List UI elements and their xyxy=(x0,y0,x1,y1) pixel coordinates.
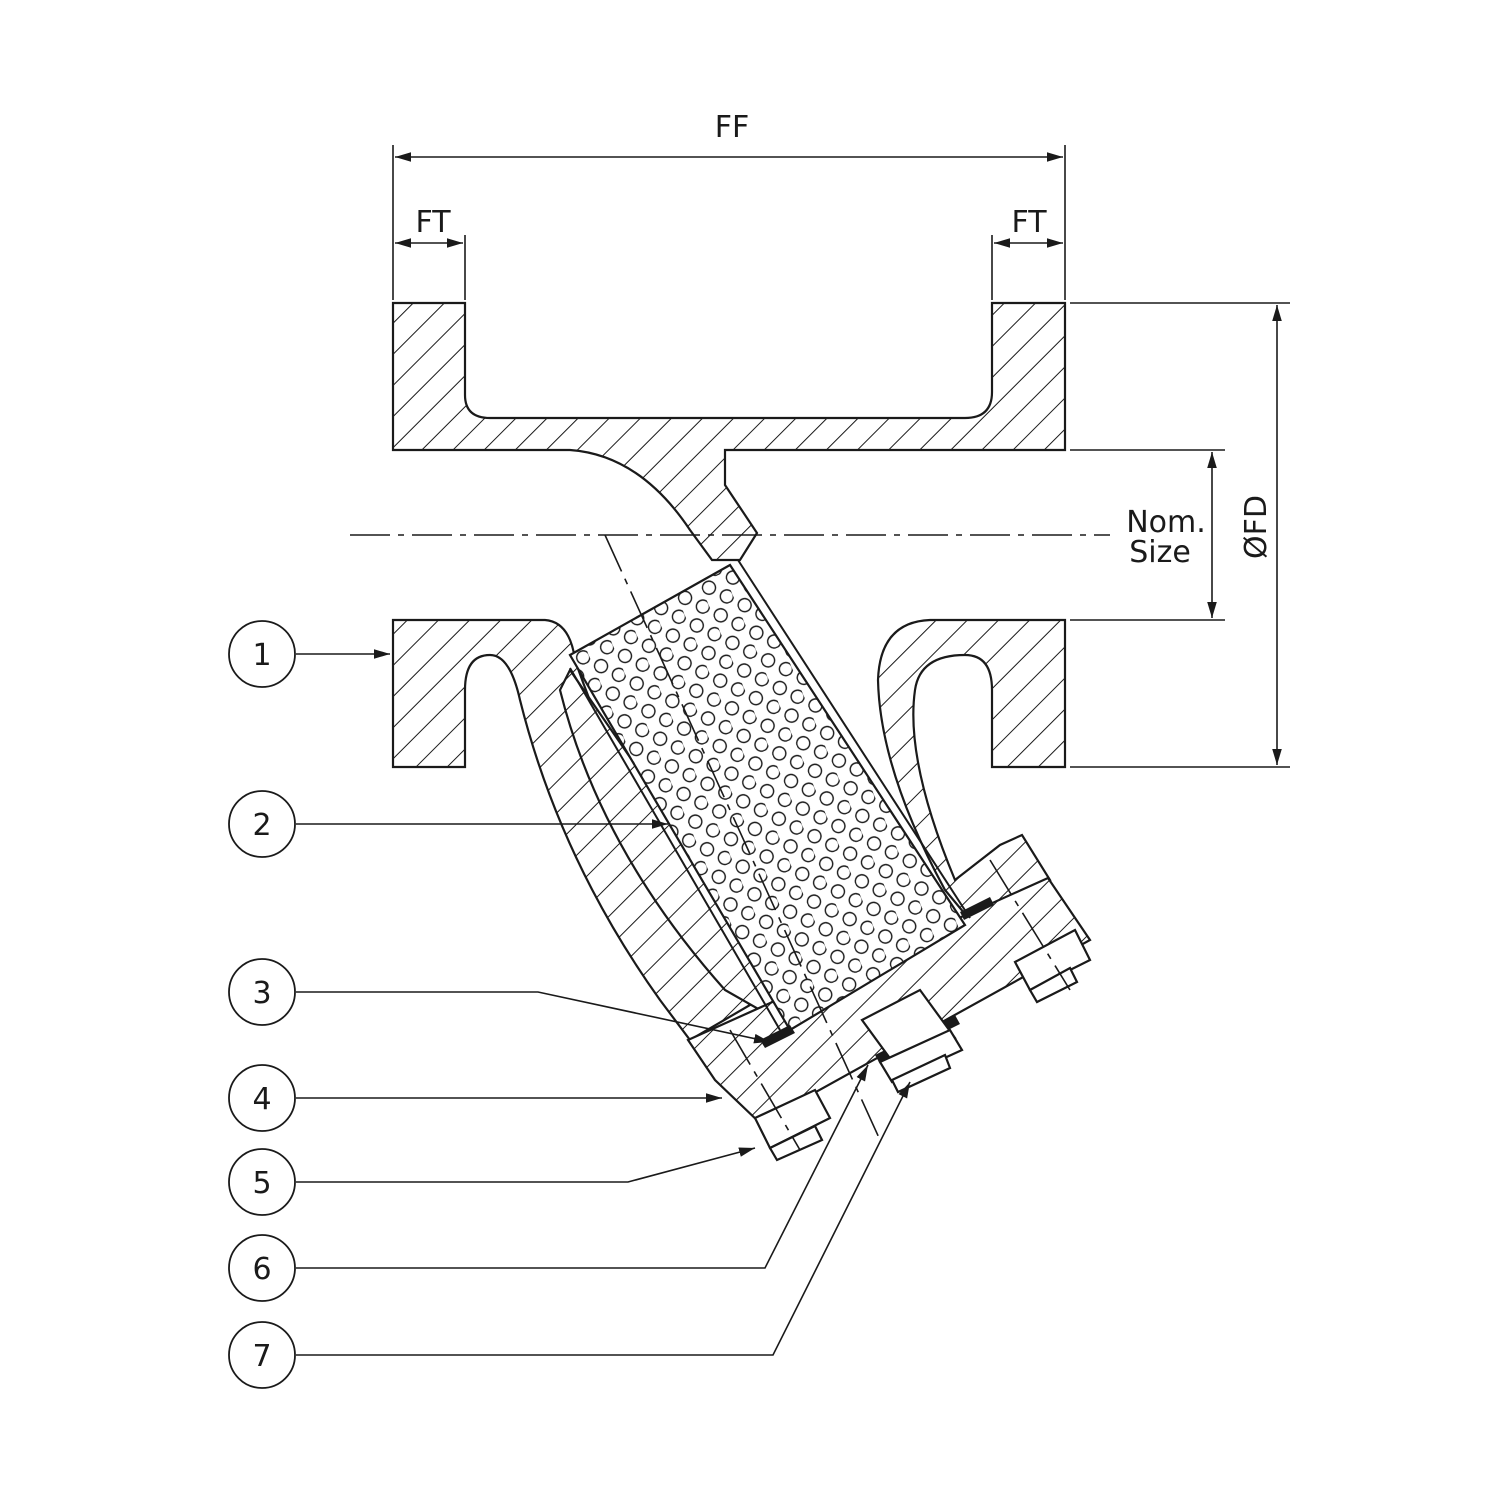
balloon-4-label: 4 xyxy=(252,1082,271,1117)
bolt-right xyxy=(1013,928,1092,1004)
body-lower-left xyxy=(391,618,752,1042)
body-lower-right xyxy=(876,618,1067,922)
fd-label: ØFD xyxy=(1239,495,1274,559)
strainer-screen xyxy=(568,559,971,1032)
screen-perforated xyxy=(568,563,967,1032)
nom-size-label-line2: Size xyxy=(1129,535,1191,570)
nom-size-label-line1: Nom. xyxy=(1126,505,1206,540)
balloon-7-label: 7 xyxy=(252,1339,271,1374)
ft-left-label: FT xyxy=(415,205,451,240)
balloons: 1 2 3 4 5 6 7 xyxy=(228,620,296,1389)
balloon-4: 4 xyxy=(228,1064,296,1132)
balloon-7: 7 xyxy=(228,1321,296,1389)
ft-right-label: FT xyxy=(1011,205,1047,240)
balloon-5-label: 5 xyxy=(252,1166,271,1201)
balloon-2-label: 2 xyxy=(252,808,271,843)
balloon-3-label: 3 xyxy=(252,976,271,1011)
balloon-leaders xyxy=(296,649,911,1356)
body-top-wall xyxy=(391,301,1067,562)
dimension-lines xyxy=(392,145,1290,768)
center-lines xyxy=(350,534,1110,1151)
balloon-6-label: 6 xyxy=(252,1252,271,1287)
ff-label: FF xyxy=(715,110,750,145)
balloon-3: 3 xyxy=(228,958,296,1026)
balloon-1-label: 1 xyxy=(252,638,271,673)
balloon-6: 6 xyxy=(228,1234,296,1302)
balloon-5: 5 xyxy=(228,1148,296,1216)
balloon-1: 1 xyxy=(228,620,296,688)
balloon-2: 2 xyxy=(228,790,296,858)
